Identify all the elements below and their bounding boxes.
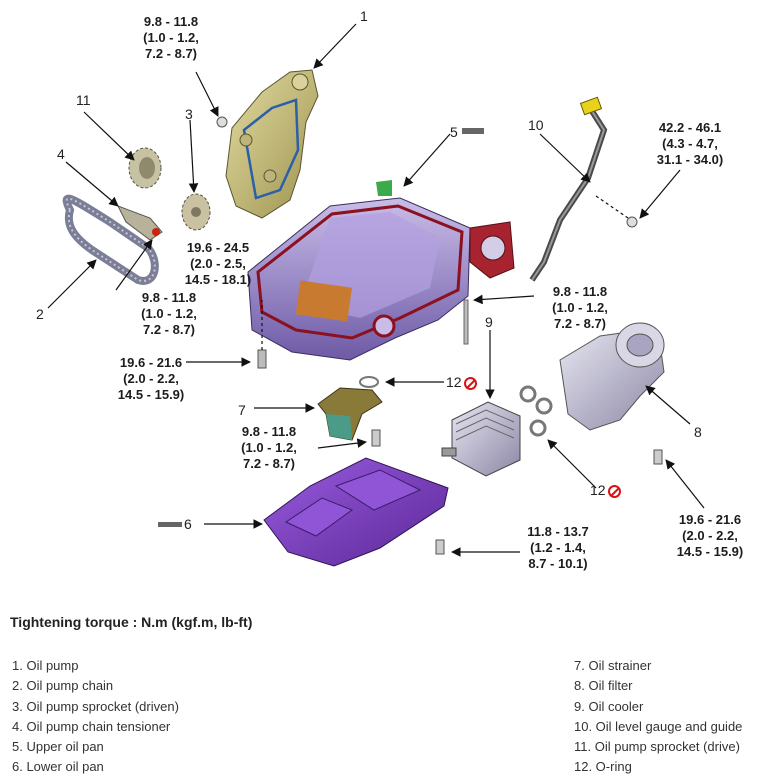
torque-strainer-bolt: 9.8 - 11.8 (1.0 - 1.2, 7.2 - 8.7) [224, 424, 314, 472]
parts-legend-right: 7. Oil strainer 8. Oil filter 9. Oil coo… [574, 656, 742, 778]
callout-2: 2 [36, 306, 44, 322]
gauge-guide-bolt [626, 216, 638, 228]
callout-12-number: 12 [446, 374, 462, 390]
oil-pump-chain [62, 194, 159, 285]
do-not-reuse-icon [607, 485, 621, 498]
torque-line: (1.0 - 1.2, [143, 30, 199, 45]
do-not-reuse-icon [463, 377, 477, 390]
parts-legend-left: 1. Oil pump 2. Oil pump chain 3. Oil pum… [12, 656, 179, 778]
torque-line: (4.3 - 4.7, [662, 136, 718, 151]
oil-pump-sprocket-drive [128, 147, 162, 189]
torque-oil-cooler-bolt: 9.8 - 11.8 (1.0 - 1.2, 7.2 - 8.7) [535, 284, 625, 332]
legend-item: 9. Oil cooler [574, 698, 644, 714]
legend-item: 4. Oil pump chain tensioner [12, 718, 171, 734]
torque-line: (2.0 - 2.5, [190, 256, 246, 271]
callout-12-lower: 12 [590, 482, 621, 498]
o-rings [359, 376, 553, 437]
torque-gauge-guide-bolt: 42.2 - 46.1 (4.3 - 4.7, 31.1 - 34.0) [645, 120, 735, 168]
legend-item: 11. Oil pump sprocket (drive) [574, 739, 740, 755]
torque-oil-pump-bolt: 9.8 - 11.8 (1.0 - 1.2, 7.2 - 8.7) [126, 14, 216, 62]
torque-line: 9.8 - 11.8 [143, 14, 199, 29]
torque-line: (1.0 - 1.2, [552, 300, 608, 315]
callout-12-upper: 12 [446, 374, 477, 390]
callout-7: 7 [238, 402, 246, 418]
strainer-bolt [371, 429, 381, 447]
oil-pump [225, 69, 319, 219]
filter-housing-bolt [653, 449, 663, 465]
torque-line: 42.2 - 46.1 [658, 120, 722, 135]
callout-5: 5 [450, 124, 458, 140]
oil-pump-chain-tensioner [116, 205, 163, 241]
lower-pan-bolt-small [158, 522, 182, 527]
callout-1: 1 [360, 8, 368, 24]
torque-line: 9.8 - 11.8 [141, 290, 197, 305]
torque-line: (2.0 - 2.2, [682, 528, 738, 543]
torque-line: 19.6 - 21.6 [678, 512, 742, 527]
legend-item: 10. Oil level gauge and guide [574, 718, 743, 734]
torque-line: 7.2 - 8.7) [144, 46, 198, 61]
callout-8: 8 [694, 424, 702, 440]
callout-12-number: 12 [590, 482, 606, 498]
legend-item: 8. Oil filter [574, 678, 633, 694]
torque-upper-pan-bolt: 19.6 - 21.6 (2.0 - 2.2, 14.5 - 15.9) [106, 355, 196, 403]
legend-item: 7. Oil strainer [574, 658, 652, 673]
torque-line: 19.6 - 24.5 [186, 240, 250, 255]
torque-tensioner-bolt: 9.8 - 11.8 (1.0 - 1.2, 7.2 - 8.7) [124, 290, 214, 338]
torque-line: 14.5 - 15.9) [117, 387, 185, 402]
torque-line: 11.8 - 13.7 [527, 524, 589, 539]
oil-level-gauge-and-guide [529, 96, 608, 282]
leader-lines [47, 23, 705, 557]
callout-4: 4 [57, 146, 65, 162]
callout-10: 10 [528, 117, 544, 133]
lower-pan-bolt [435, 539, 445, 555]
torque-filter-housing-bolt: 19.6 - 21.6 (2.0 - 2.2, 14.5 - 15.9) [664, 512, 756, 560]
oil-strainer [317, 387, 383, 441]
torque-sprocket-bolt: 19.6 - 24.5 (2.0 - 2.5, 14.5 - 18.1) [168, 240, 268, 288]
upper-pan-bolt [257, 349, 267, 369]
callout-3: 3 [185, 106, 193, 122]
legend-item: 1. Oil pump [12, 658, 79, 673]
upper-oil-pan [247, 180, 515, 361]
torque-line: 14.5 - 18.1) [184, 272, 252, 287]
torque-line: (1.2 - 1.4, [530, 540, 586, 555]
lower-oil-pan [263, 457, 449, 567]
oil-pump-bolt [216, 116, 228, 128]
legend-item: 12. O-ring [574, 759, 632, 775]
legend-item: 6. Lower oil pan [12, 759, 104, 775]
torque-line: (1.0 - 1.2, [141, 306, 197, 321]
oil-filter [559, 322, 665, 431]
torque-line: 7.2 - 8.7) [553, 316, 607, 331]
callout-11: 11 [76, 92, 91, 108]
exploded-view-diagram [47, 23, 705, 567]
legend-item: 5. Upper oil pan [12, 739, 104, 755]
torque-units-heading: Tightening torque : N.m (kgf.m, lb-ft) [10, 614, 253, 630]
oil-cooler-bolt [463, 299, 469, 345]
torque-line: 7.2 - 8.7) [242, 456, 296, 471]
callout-9: 9 [485, 314, 493, 330]
torque-line: 9.8 - 11.8 [241, 424, 297, 439]
callout-6: 6 [184, 516, 192, 532]
torque-line: 8.7 - 10.1) [528, 556, 588, 571]
torque-line: 14.5 - 15.9) [676, 544, 744, 559]
torque-lower-pan-bolt: 11.8 - 13.7 (1.2 - 1.4, 8.7 - 10.1) [512, 524, 604, 572]
oil-pump-sprocket-driven [181, 193, 211, 231]
torque-line: (1.0 - 1.2, [241, 440, 297, 455]
legend-item: 2. Oil pump chain [12, 678, 114, 694]
upper-pan-bolt-small [462, 128, 484, 134]
torque-line: 7.2 - 8.7) [142, 322, 196, 337]
torque-line: 9.8 - 11.8 [552, 284, 608, 299]
torque-line: 19.6 - 21.6 [119, 355, 183, 370]
torque-line: (2.0 - 2.2, [123, 371, 179, 386]
oil-cooler [441, 401, 521, 477]
legend-item: 3. Oil pump sprocket (driven) [12, 698, 179, 714]
torque-line: 31.1 - 34.0) [656, 152, 724, 167]
